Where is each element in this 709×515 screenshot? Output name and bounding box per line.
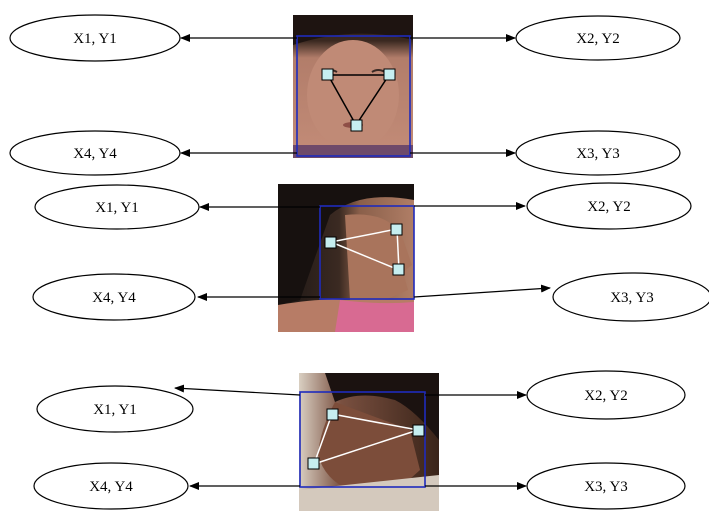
coord-ellipse-x4y4: X4, Y4 <box>9 130 181 176</box>
landmark-point <box>392 263 405 276</box>
face-photo-frontal <box>293 15 413 158</box>
landmark-point <box>412 424 425 437</box>
landmark-point <box>307 457 320 470</box>
face-bounding-box <box>299 391 426 488</box>
coord-label: X1, Y1 <box>93 402 137 418</box>
landmark-point <box>324 236 337 249</box>
coord-ellipse-x1y1: X1, Y1 <box>9 14 181 62</box>
panel-profile-right: X1, Y1 X2, Y2 X4, Y4 X3, Y3 <box>32 182 709 332</box>
coord-label: X2, Y2 <box>576 31 620 47</box>
landmark-triangle <box>324 223 405 276</box>
landmark-point <box>390 223 403 236</box>
coord-ellipse-x2y2: X2, Y2 <box>526 370 686 420</box>
coord-label: X1, Y1 <box>95 200 139 216</box>
coord-ellipse-x4y4: X4, Y4 <box>33 462 189 510</box>
coord-label: X2, Y2 <box>584 388 628 404</box>
coord-label: X3, Y3 <box>584 479 628 495</box>
face-bounding-box <box>319 205 415 300</box>
landmark-point <box>326 408 339 421</box>
face-photo-profile-left <box>299 373 439 511</box>
landmark-point <box>350 119 363 132</box>
panel-profile-left: X1, Y1 X2, Y2 X4, Y4 X3, Y3 <box>33 370 686 511</box>
face-bounding-box <box>296 35 411 157</box>
face-photo-profile-right <box>278 184 414 332</box>
coord-label: X3, Y3 <box>610 290 654 306</box>
arrow-to-x1y1 <box>174 384 301 396</box>
coord-ellipse-x3y3: X3, Y3 <box>515 130 681 176</box>
coord-label: X4, Y4 <box>73 146 117 162</box>
coord-ellipse-x4y4: X4, Y4 <box>32 273 196 321</box>
coord-ellipse-x1y1: X1, Y1 <box>36 385 194 433</box>
panel-frontal: X1, Y1 X2, Y2 X4, Y4 X3, Y3 <box>9 14 681 176</box>
coord-ellipse-x1y1: X1, Y1 <box>34 184 200 230</box>
coord-ellipse-x2y2: X2, Y2 <box>515 15 681 61</box>
coord-label: X3, Y3 <box>576 146 620 162</box>
coord-label: X2, Y2 <box>587 199 631 215</box>
coord-label: X4, Y4 <box>92 290 136 306</box>
arrow-to-x3y3 <box>413 284 551 298</box>
landmark-point <box>321 68 334 81</box>
coord-ellipse-x3y3: X3, Y3 <box>552 272 709 322</box>
coord-label: X4, Y4 <box>89 479 133 495</box>
landmark-triangle <box>307 408 425 470</box>
coord-label: X1, Y1 <box>73 31 117 47</box>
coord-ellipse-x3y3: X3, Y3 <box>526 462 686 510</box>
landmark-triangle <box>321 68 396 132</box>
landmark-point <box>383 68 396 81</box>
coord-ellipse-x2y2: X2, Y2 <box>526 182 692 230</box>
